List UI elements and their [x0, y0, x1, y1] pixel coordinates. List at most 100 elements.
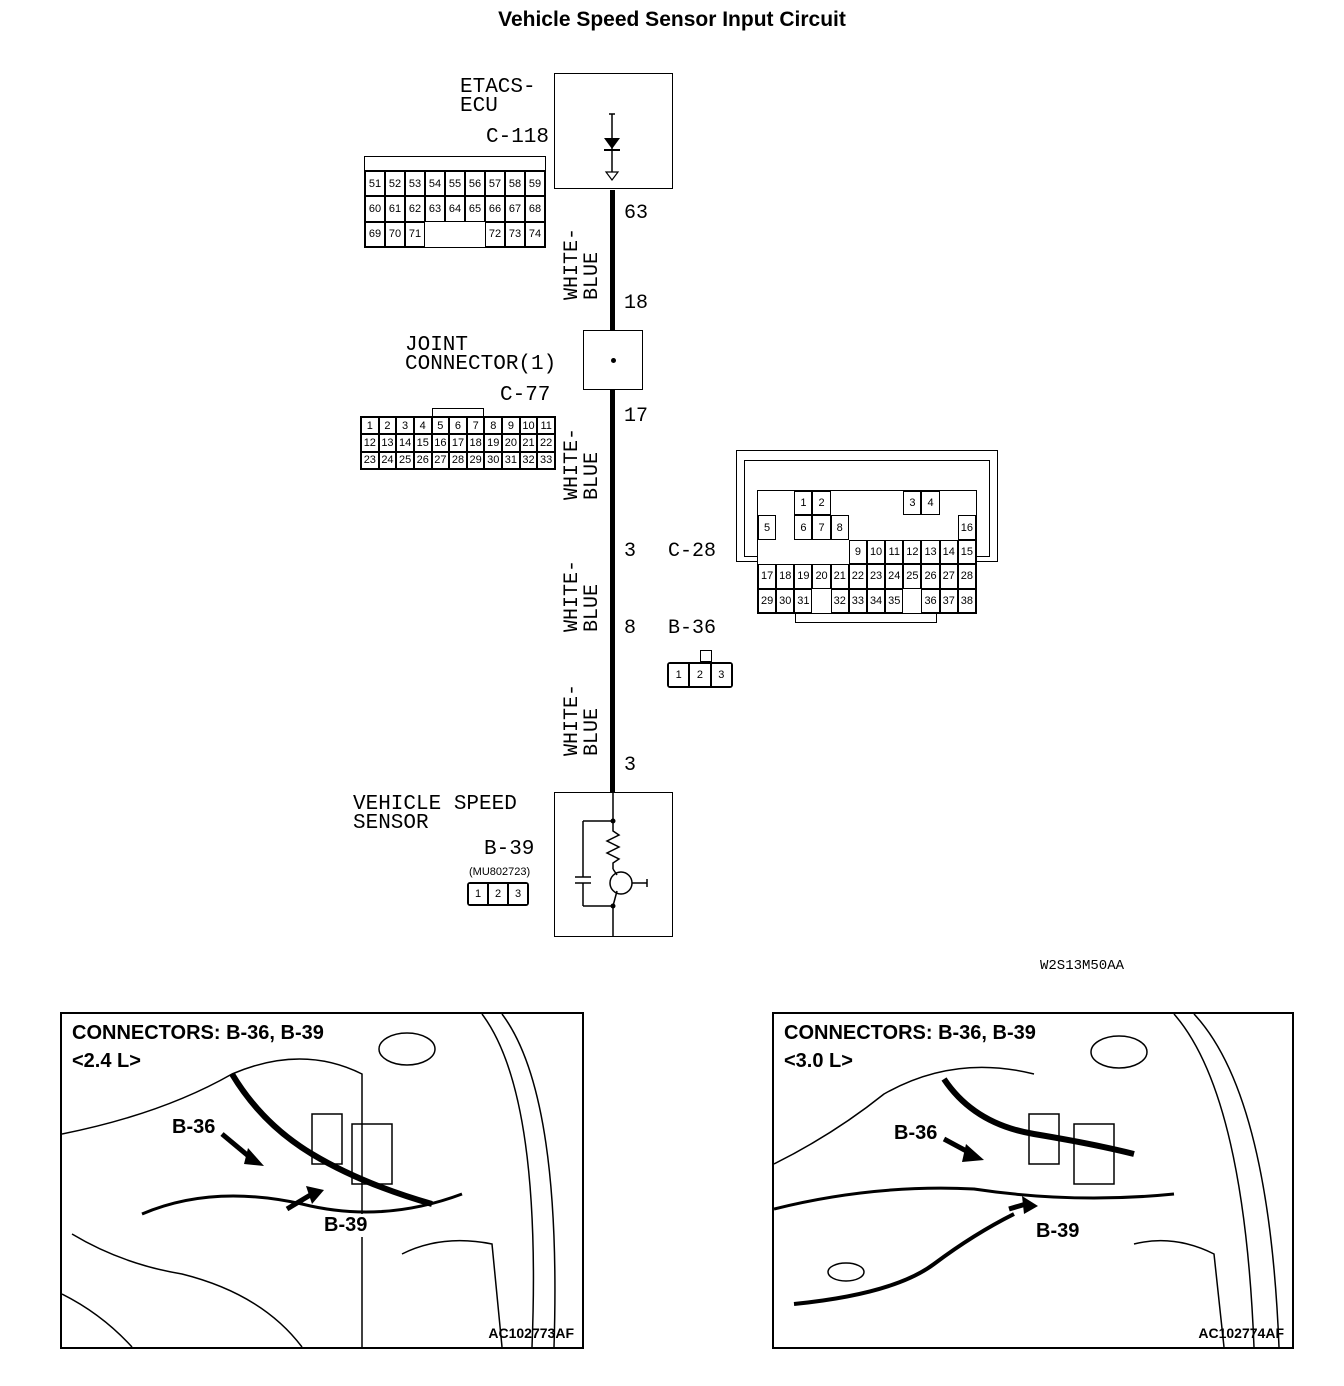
connector-c28-bottom: [795, 612, 937, 623]
connector-pin: 26: [413, 451, 432, 469]
connector-pin: 52: [385, 171, 405, 197]
connector-pin: 23: [361, 451, 379, 469]
connector-pin: 2: [689, 663, 711, 687]
connector-pin: 4: [921, 491, 940, 516]
connector-pin: 14: [396, 434, 414, 452]
connector-pin: [812, 540, 830, 564]
sensor-circuit-icon: [575, 793, 648, 936]
connector-pin: 73: [505, 221, 525, 247]
connector-pin: 10: [519, 417, 538, 435]
connector-pin: 16: [431, 434, 450, 452]
connector-pin: 32: [830, 588, 849, 613]
connector-pin: 27: [431, 451, 450, 469]
connector-pin: [776, 540, 794, 564]
connector-pin: [903, 515, 921, 539]
connector-pin: 24: [378, 451, 397, 469]
connector-pin: 12: [361, 434, 379, 452]
panel-code-2-4l: AC102773AF: [488, 1325, 574, 1341]
connector-pin: 35: [885, 588, 904, 613]
sensor-label-2: SENSOR: [353, 812, 429, 835]
connector-pin: 20: [502, 434, 520, 452]
connector-pin: 4: [413, 417, 432, 435]
b36-connector-label: B-36: [668, 617, 717, 640]
connector-pin: 3: [396, 417, 414, 435]
connector-pin: [867, 515, 885, 539]
connector-pin: 62: [405, 196, 425, 222]
connector-pin: 15: [957, 539, 976, 565]
diode-icon: [604, 113, 620, 181]
connector-pin: 15: [413, 434, 432, 452]
connector-pin: [867, 491, 885, 515]
connector-pin: 6: [794, 515, 813, 540]
connector-pin: 3: [508, 883, 528, 905]
connector-pin: 67: [505, 196, 525, 222]
connector-pin: [758, 491, 776, 515]
panel-engine-2-4l: <2.4 L>: [72, 1050, 141, 1072]
connector-pin: 3: [710, 663, 732, 687]
connector-pin: 33: [537, 451, 555, 469]
connector-pin: 57: [485, 171, 505, 197]
wire-color-label-2: WHITE-BLUE: [561, 427, 604, 500]
connector-pin: 11: [537, 417, 555, 435]
diagram-code: W2S13M50AA: [1040, 958, 1125, 974]
connector-pin: 54: [425, 171, 445, 197]
etacs-ecu-box: [554, 73, 673, 189]
connector-pin: 10: [866, 539, 886, 565]
connector-pin: [758, 540, 776, 564]
connector-pin: 22: [537, 434, 555, 452]
b36-key-icon: [700, 650, 712, 662]
connector-pin: 55: [445, 171, 465, 197]
connector-pin: 70: [385, 221, 405, 247]
connector-pin: 28: [957, 564, 976, 589]
connector-pin: 28: [449, 451, 467, 469]
connector-pin: 21: [830, 564, 849, 589]
connector-pin: 53: [405, 171, 425, 197]
sensor-part-number: (MU802723): [469, 866, 531, 878]
location-panel-3-0l: CONNECTORS: B-36, B-39 <3.0 L> B-36 B-39…: [772, 1012, 1294, 1349]
connector-pin: 30: [776, 588, 795, 613]
callout-b36-3-0l: B-36: [894, 1122, 938, 1145]
connector-pin: [958, 491, 976, 515]
connector-pin: 9: [848, 539, 867, 565]
joint-connector-box: [583, 330, 643, 390]
sensor-label-1: VEHICLE SPEED: [353, 793, 517, 816]
connector-pin: 26: [921, 564, 940, 589]
connector-pin: 8: [484, 417, 503, 435]
connector-pin: 12: [903, 539, 922, 565]
connector-pin: [831, 540, 849, 564]
connector-pin: 29: [758, 588, 777, 613]
pin-3-b39: 3: [624, 754, 637, 777]
connector-pin: 14: [939, 539, 958, 565]
connector-pin: 18: [776, 564, 795, 589]
callout-b39-3-0l: B-39: [1036, 1220, 1080, 1243]
connector-pin: 2: [488, 883, 508, 905]
connector-pin: [812, 589, 830, 613]
callout-b36-2-4l: B-36: [172, 1116, 216, 1139]
connector-pin: 71: [405, 221, 425, 247]
sensor-connector-label: B-39: [484, 838, 535, 861]
connector-pin: 38: [957, 588, 976, 613]
connector-pin: 37: [939, 588, 958, 613]
connector-pin: 66: [485, 196, 505, 222]
connector-pin: 68: [525, 196, 545, 222]
connector-pin: [445, 222, 465, 247]
connector-pin: [940, 491, 958, 515]
pin-3-c28: 3: [624, 540, 637, 563]
connector-pin: 17: [449, 434, 467, 452]
etacs-connector-label: C-118: [486, 126, 550, 149]
connector-pin: 19: [484, 434, 503, 452]
connector-pin: 6: [449, 417, 467, 435]
connector-pin: 31: [794, 588, 813, 613]
connector-pin: 65: [465, 196, 485, 222]
pin-18: 18: [624, 292, 649, 315]
connector-pin: 31: [502, 451, 520, 469]
connector-pin: 22: [848, 564, 867, 589]
connector-pin: 23: [866, 564, 886, 589]
connector-pin: 8: [830, 515, 849, 540]
joint-label-2: CONNECTOR(1): [405, 353, 557, 376]
wire-color-label-3: WHITE-BLUE: [561, 559, 604, 632]
connector-pin: [849, 491, 867, 515]
connector-pin: 2: [378, 417, 397, 435]
joint-connector-label: C-77: [500, 384, 551, 407]
